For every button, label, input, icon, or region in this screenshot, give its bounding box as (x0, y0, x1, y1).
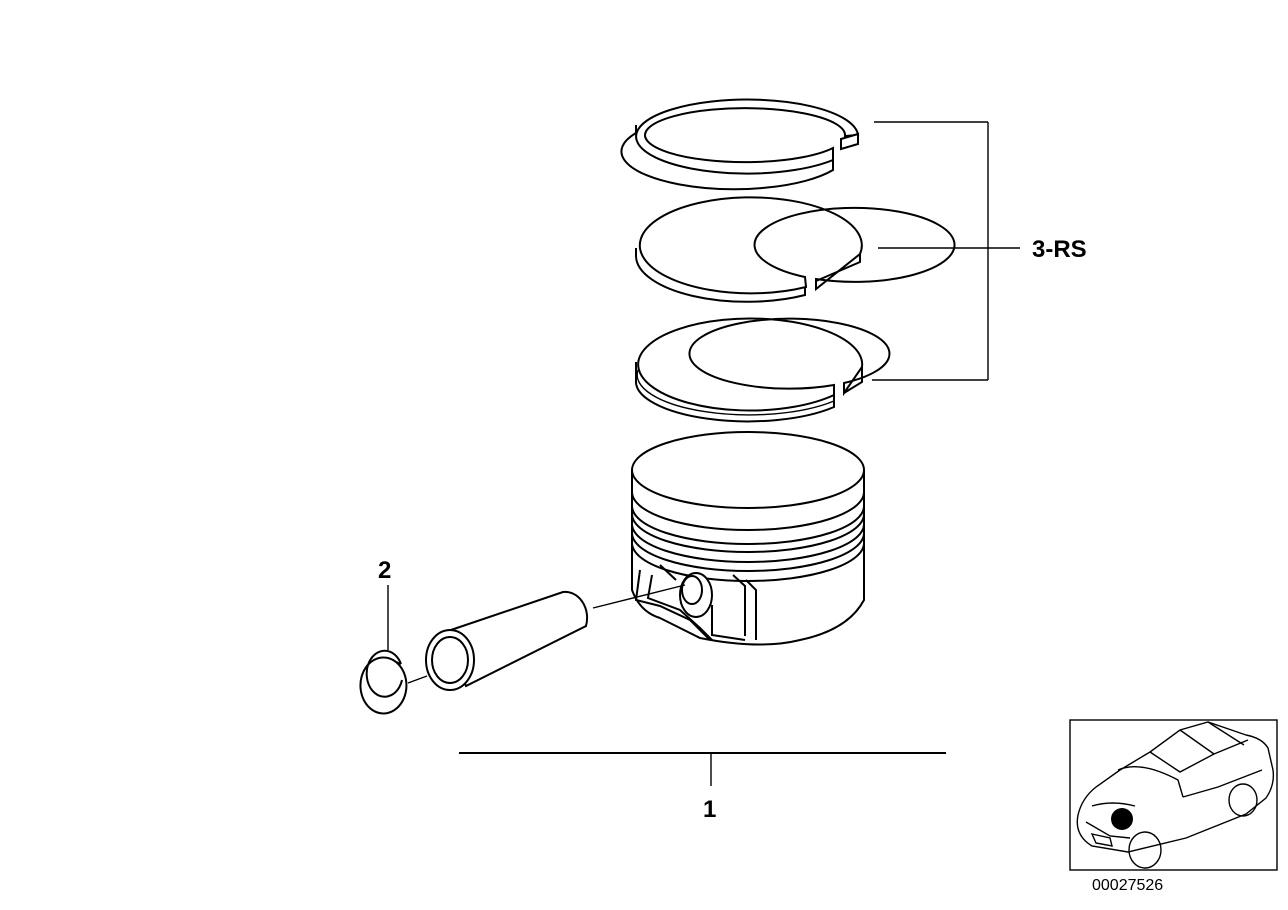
circlip[interactable] (359, 649, 408, 715)
piston-pin[interactable] (425, 590, 589, 691)
piston-leader (459, 752, 946, 786)
callout-circlip[interactable]: 2 (378, 557, 391, 584)
piston[interactable] (631, 431, 865, 646)
circlip-guide-line (407, 675, 428, 684)
callout-ring-set[interactable]: 3-RS (1032, 236, 1087, 263)
pin-guide-line (592, 584, 686, 609)
diagram-reference-number: 00027526 (1092, 877, 1163, 894)
piston-ring-bottom[interactable] (634, 317, 891, 423)
callout-piston[interactable]: 1 (703, 796, 716, 823)
piston-ring-top[interactable] (620, 98, 860, 191)
ring-set-leader (872, 121, 1020, 381)
location-marker (1111, 808, 1133, 830)
car-outline-icon (1076, 721, 1275, 869)
vehicle-locator-thumbnail (1069, 719, 1278, 871)
piston-ring-middle[interactable] (635, 196, 956, 303)
